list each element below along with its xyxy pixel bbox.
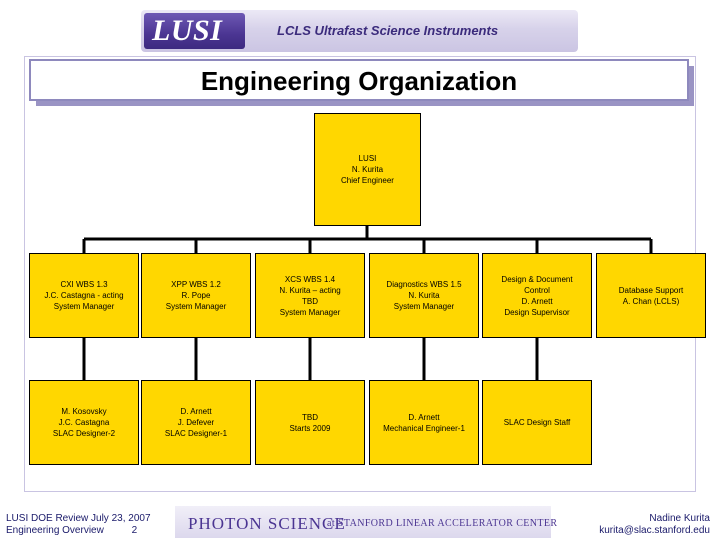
node-line: N. Kurita – acting xyxy=(279,285,341,295)
presenter-email: kurita@slac.stanford.edu xyxy=(599,525,710,536)
logo-text: LUSI xyxy=(152,14,223,47)
node-line: Database Support xyxy=(618,285,684,295)
org-node-design-staff: SLAC Design Staff xyxy=(482,380,592,465)
org-node-root: LUSI N. Kurita Chief Engineer xyxy=(314,113,421,226)
org-node-xcs: XCS WBS 1.4 N. Kurita – acting TBD Syste… xyxy=(255,253,365,338)
org-node-diagnostics-staff: D. Arnett Mechanical Engineer-1 xyxy=(369,380,479,465)
lusi-logo-banner: LUSI LCLS Ultrafast Science Instruments xyxy=(141,10,578,52)
node-line: XCS WBS 1.4 xyxy=(284,274,336,284)
node-line: M. Kosovsky xyxy=(61,407,107,416)
node-line: SLAC Designer-2 xyxy=(52,429,116,438)
node-line: TBD xyxy=(302,296,318,306)
node-line: System Manager xyxy=(53,302,115,311)
node-line: XPP WBS 1.2 xyxy=(171,280,221,289)
node-line: D. Arnett xyxy=(408,412,440,422)
node-line: SLAC Designer-1 xyxy=(164,429,228,438)
node-line: R. Pope xyxy=(181,291,211,300)
node-line: System Manager xyxy=(165,302,227,311)
node-line: J.C. Castagna xyxy=(58,418,110,427)
org-node-diagnostics: Diagnostics WBS 1.5 N. Kurita System Man… xyxy=(369,253,479,338)
node-line: A. Chan (LCLS) xyxy=(622,296,680,306)
node-line: J. Defever xyxy=(177,418,215,427)
node-line: Design & Document xyxy=(501,274,573,284)
node-line: TBD xyxy=(301,412,318,422)
title-box: Engineering Organization xyxy=(29,59,689,101)
node-line: LUSI xyxy=(358,154,377,163)
logo-tagline: LCLS Ultrafast Science Instruments xyxy=(277,23,499,38)
node-line: Diagnostics WBS 1.5 xyxy=(386,280,462,289)
lusi-logo-icon: LUSI xyxy=(144,13,245,49)
node-line: SLAC Design Staff xyxy=(503,418,571,427)
node-line: System Manager xyxy=(279,307,341,317)
photon-science-logo-text: PHOTON SCIENCE xyxy=(188,514,346,533)
node-line: System Manager xyxy=(393,302,455,311)
org-node-xcs-staff: TBD Starts 2009 xyxy=(255,380,365,465)
node-line: Control xyxy=(524,285,550,295)
node-line: CXI WBS 1.3 xyxy=(60,280,108,289)
node-line: J.C. Castagna - acting xyxy=(44,291,124,300)
node-line: D. Arnett xyxy=(521,296,553,306)
footer-contact: Nadine Kurita kurita@slac.stanford.edu xyxy=(599,513,710,537)
org-node-design-document-control: Design & Document Control D. Arnett Desi… xyxy=(482,253,592,338)
org-node-database-support: Database Support A. Chan (LCLS) xyxy=(596,253,706,338)
footer-presentation-info: LUSI DOE Review July 23, 2007 Engineerin… xyxy=(6,513,151,536)
node-line: Starts 2009 xyxy=(289,423,331,433)
photon-science-banner: PHOTON SCIENCE at STANFORD LINEAR ACCELE… xyxy=(175,506,557,538)
node-line: N. Kurita xyxy=(408,291,440,300)
org-node-cxi: CXI WBS 1.3 J.C. Castagna - acting Syste… xyxy=(29,253,139,338)
node-line: Design Supervisor xyxy=(504,307,570,317)
page-title: Engineering Organization xyxy=(200,65,518,96)
org-node-xpp-staff: D. Arnett J. Defever SLAC Designer-1 xyxy=(141,380,251,465)
node-line: D. Arnett xyxy=(180,407,212,416)
org-node-xpp: XPP WBS 1.2 R. Pope System Manager xyxy=(141,253,251,338)
presenter-name: Nadine Kurita xyxy=(649,513,710,524)
node-line: Mechanical Engineer-1 xyxy=(383,423,465,433)
org-node-cxi-staff: M. Kosovsky J.C. Castagna SLAC Designer-… xyxy=(29,380,139,465)
node-line: Chief Engineer xyxy=(341,176,394,185)
slac-logo-text: at STANFORD LINEAR ACCELERATOR CENTER xyxy=(327,518,558,529)
node-line: N. Kurita xyxy=(351,165,384,174)
